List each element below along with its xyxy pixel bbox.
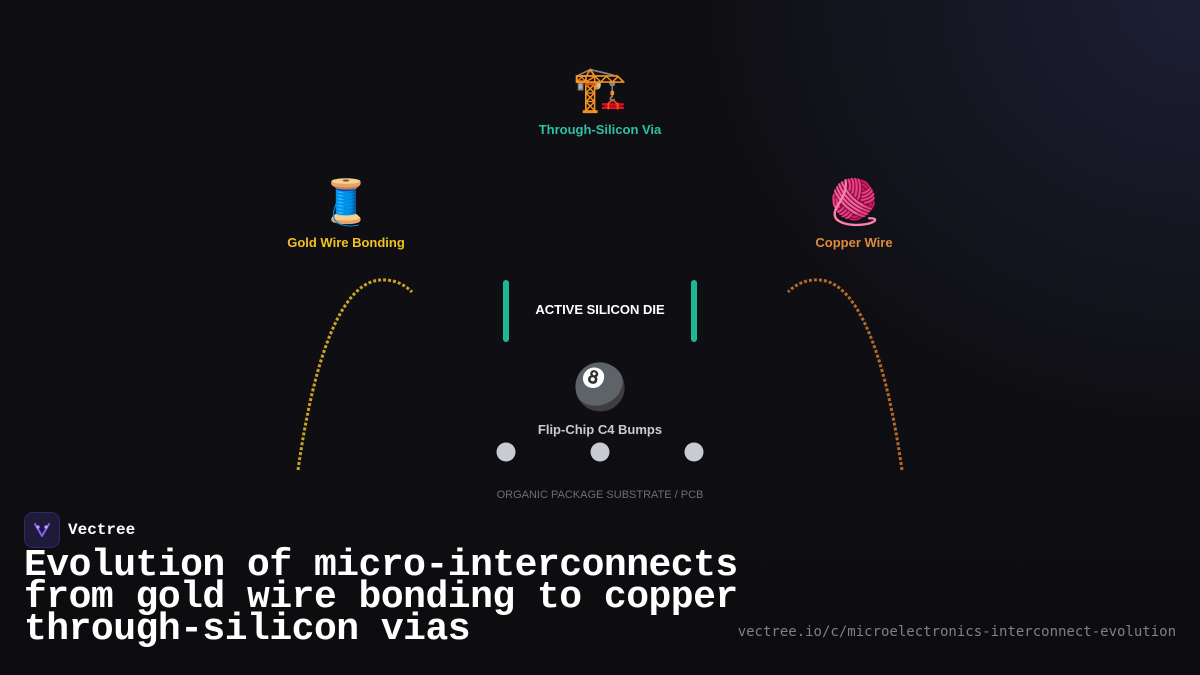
node-label: Through-Silicon Via <box>538 122 662 137</box>
page-title: Evolution of micro-interconnects from go… <box>24 544 738 651</box>
c4-bump-left <box>496 442 516 462</box>
source-url[interactable]: vectree.io/c/microelectronics-interconne… <box>737 624 1176 640</box>
gold-wire-arc <box>296 278 414 471</box>
brand[interactable]: Vectree <box>24 512 135 548</box>
interconnect-diagram: 🏗️ Through-Silicon Via 🧵 Gold Wire Bondi… <box>287 64 904 501</box>
die-label: ACTIVE SILICON DIE <box>535 302 665 317</box>
copper-wire-arc <box>786 278 904 471</box>
yarn-ball-icon: 🧶 <box>826 178 882 227</box>
tsv-pillar-left <box>503 280 509 342</box>
node-label: Copper Wire <box>815 235 893 250</box>
c4-bump-right <box>684 442 704 462</box>
substrate-label: ORGANIC PACKAGE SUBSTRATE / PCB <box>496 489 704 501</box>
node-flip-chip-c4-bumps: 🎱 Flip-Chip C4 Bumps <box>538 362 662 437</box>
node-label: Gold Wire Bonding <box>287 235 405 250</box>
vectree-logo-icon <box>24 512 60 548</box>
node-through-silicon-via: 🏗️ Through-Silicon Via <box>539 64 662 137</box>
tsv-pillar-right <box>691 280 697 342</box>
diagram-canvas <box>296 278 904 471</box>
brand-name: Vectree <box>68 521 136 539</box>
node-copper-wire: 🧶 Copper Wire <box>815 177 892 250</box>
node-gold-wire-bonding: 🧵 Gold Wire Bonding <box>287 177 405 250</box>
billiard-8-ball-icon: 🎱 <box>572 363 628 412</box>
thread-spool-icon: 🧵 <box>318 178 374 227</box>
construction-crane-icon: 🏗️ <box>572 65 628 114</box>
node-label: Flip-Chip C4 Bumps <box>537 422 663 437</box>
c4-bump-center <box>590 442 610 462</box>
